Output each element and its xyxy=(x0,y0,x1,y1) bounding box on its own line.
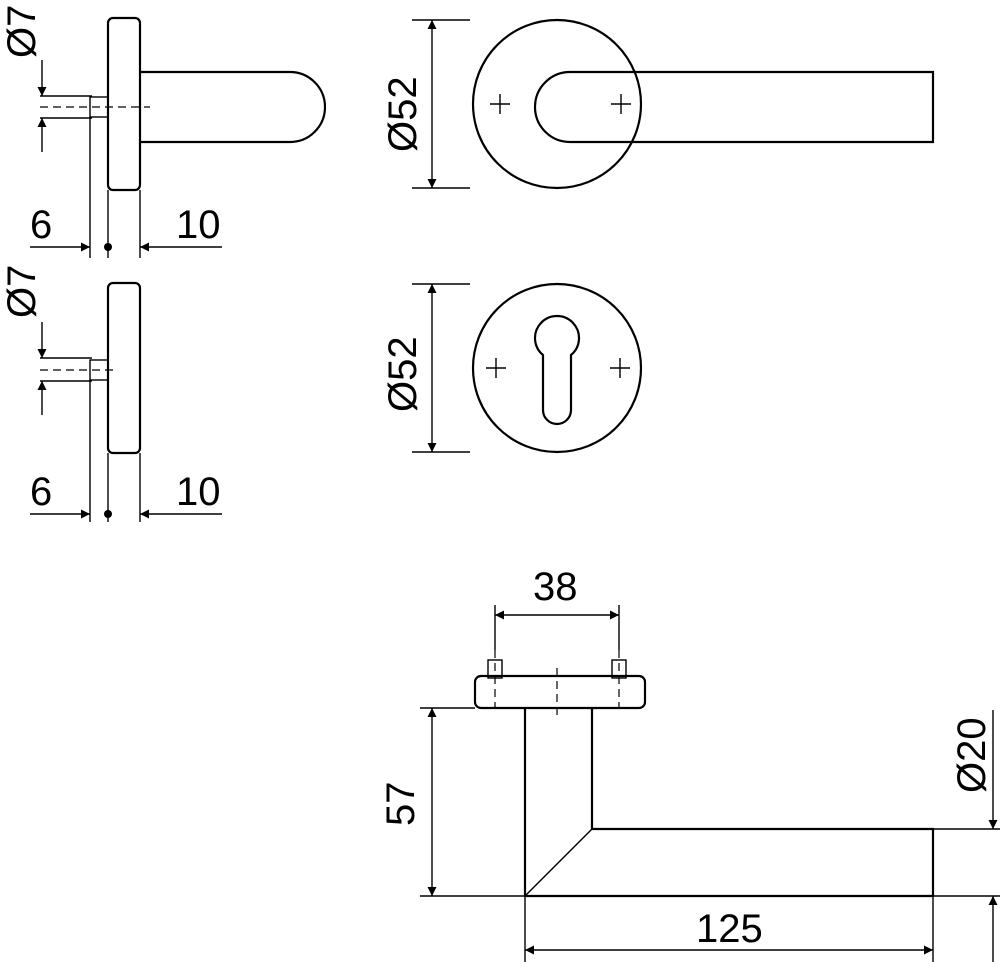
dim-handle-rose-diameter: Ø52 xyxy=(381,76,425,152)
dim-bottom-rose-depth: 10 xyxy=(176,470,221,514)
side-view-escutcheon xyxy=(30,281,222,522)
dim-bottom-spindle-diameter: Ø7 xyxy=(0,265,44,318)
dim-top-spindle-diameter: Ø7 xyxy=(0,5,44,58)
dim-handle-length: 125 xyxy=(696,907,763,951)
dim-escutcheon-diameter: Ø52 xyxy=(381,336,425,412)
dim-handle-height: 57 xyxy=(379,782,423,827)
top-view-l-handle xyxy=(420,605,1000,962)
front-view-escutcheon xyxy=(412,282,643,454)
dim-top-rose-depth: 10 xyxy=(176,203,221,247)
side-view-handle xyxy=(30,16,327,258)
dim-screw-spacing: 38 xyxy=(533,565,578,609)
front-view-handle-rose xyxy=(412,18,935,190)
dim-top-offset: 6 xyxy=(30,203,52,247)
dim-bottom-offset: 6 xyxy=(30,470,52,514)
dim-grip-diameter: Ø20 xyxy=(950,717,994,793)
